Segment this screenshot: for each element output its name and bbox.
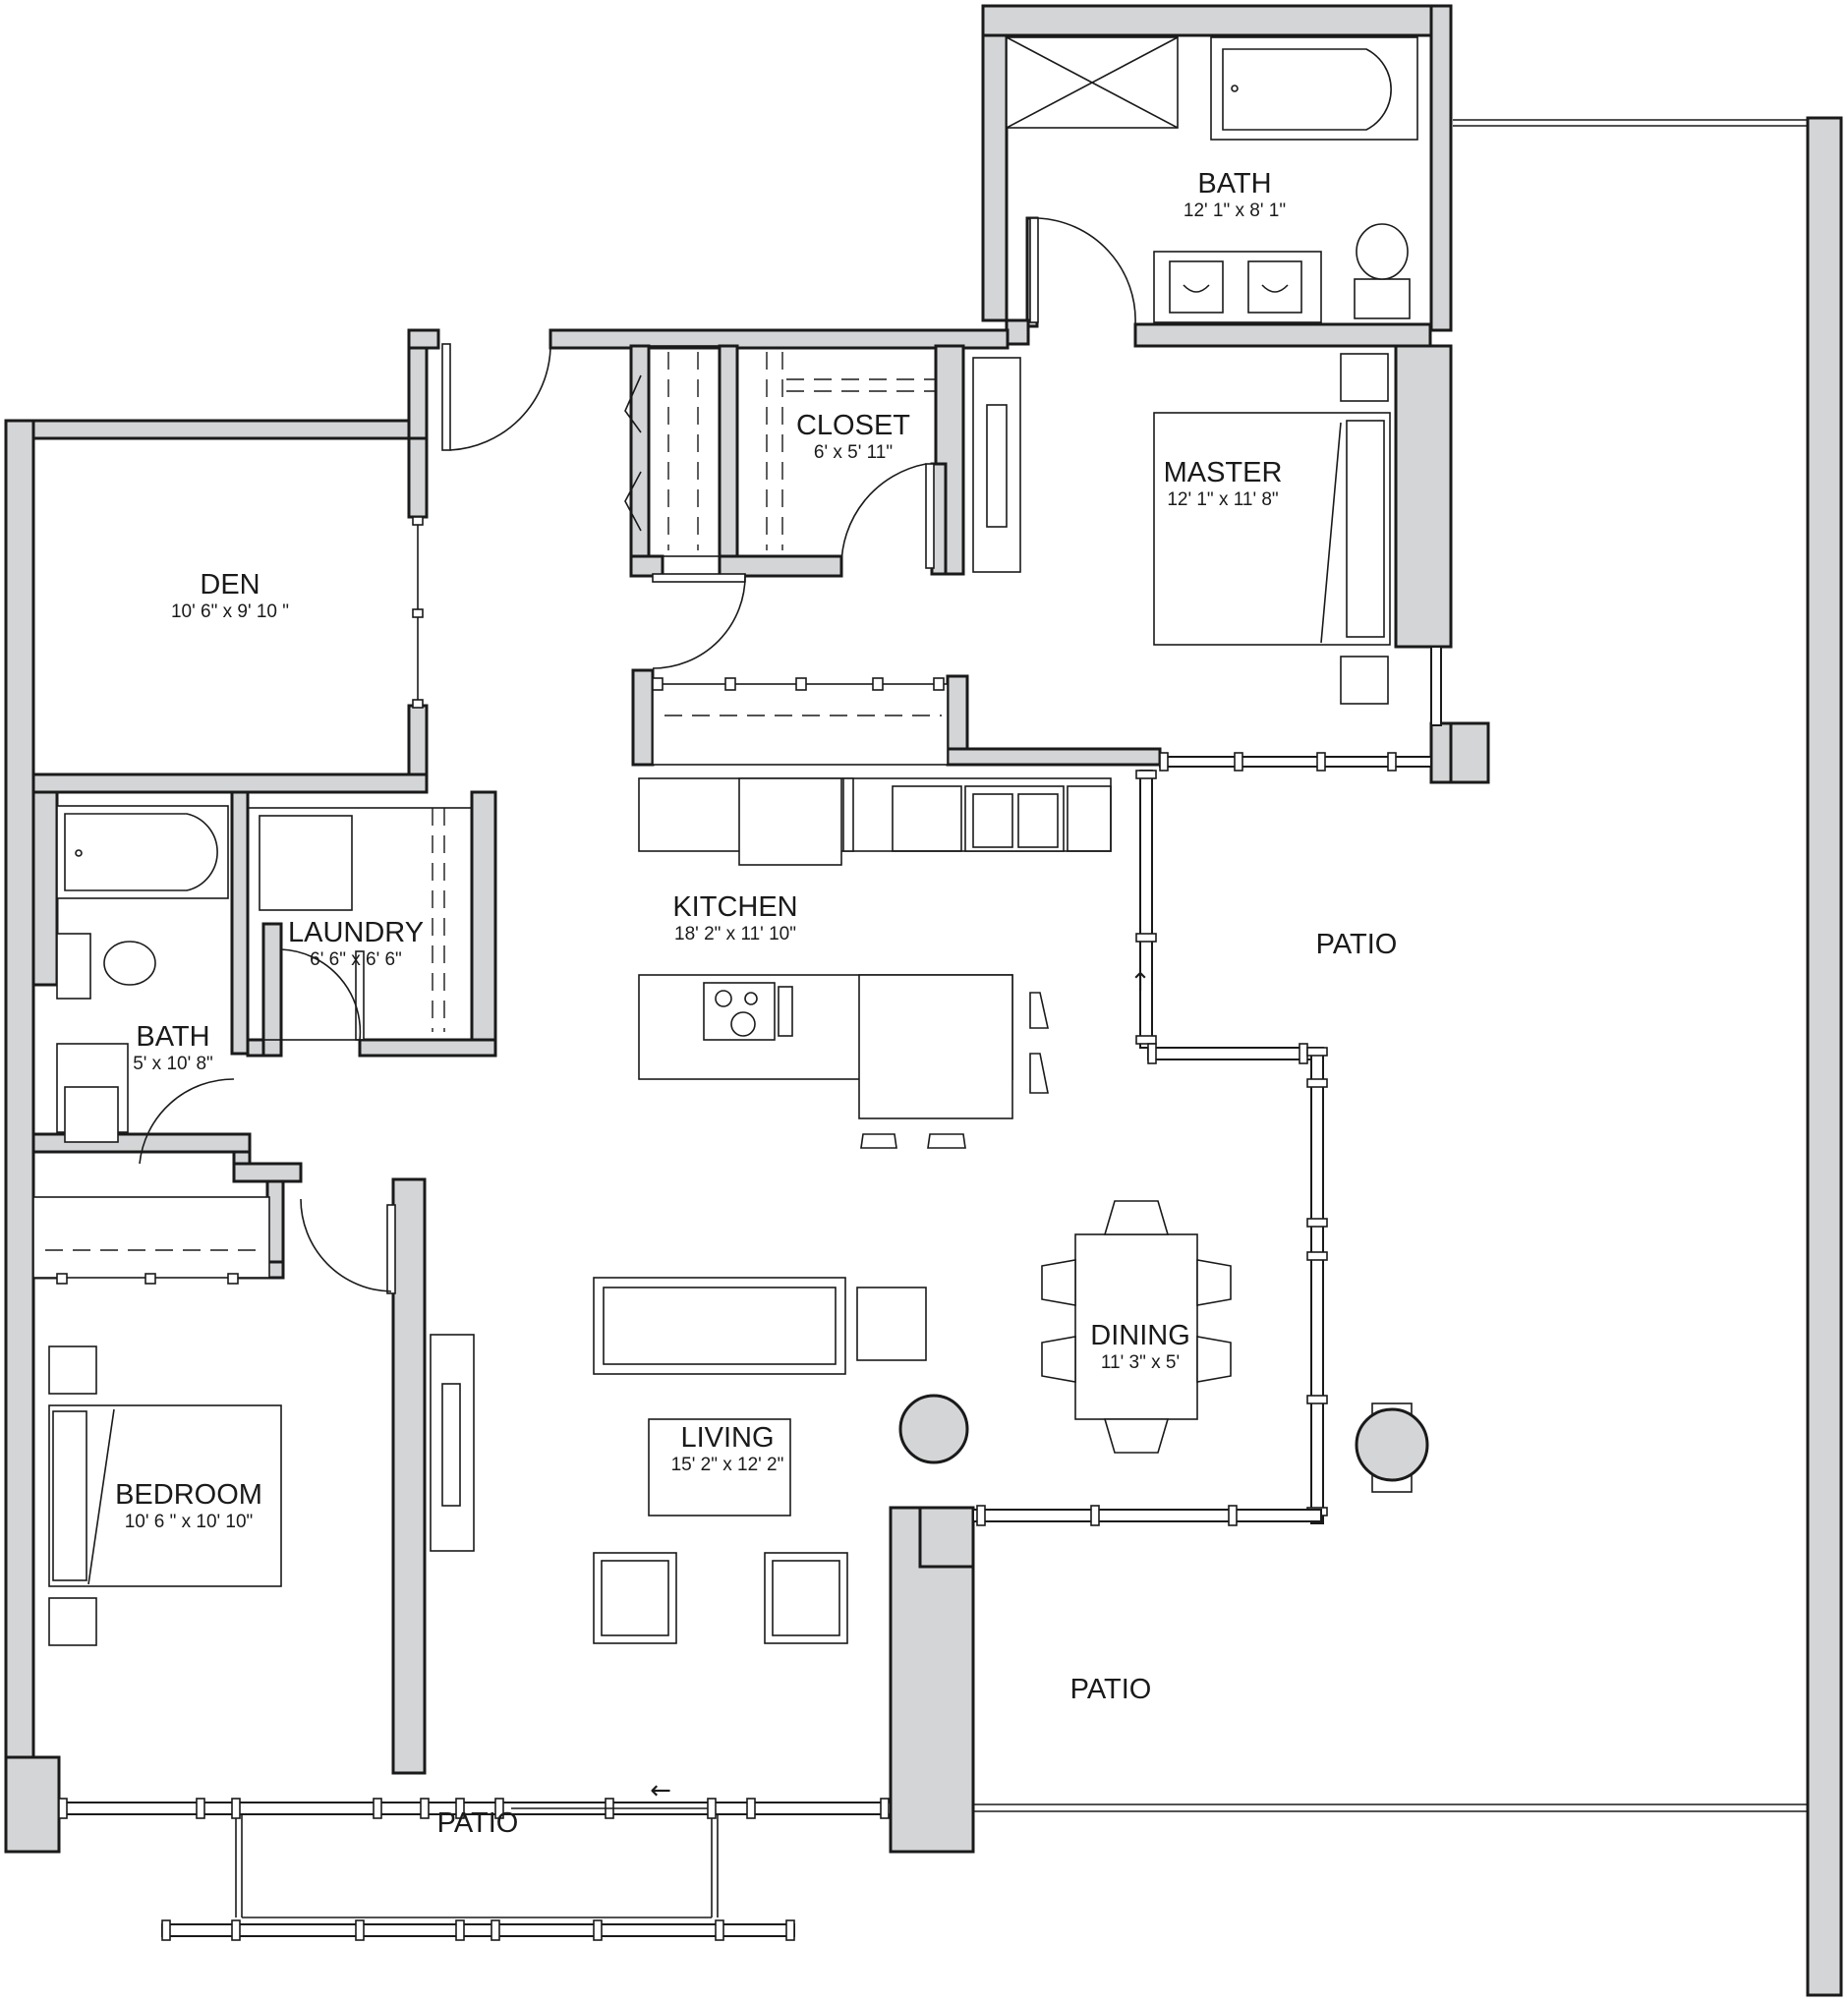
room-dimensions: 15' 2" x 12' 2" xyxy=(671,1455,784,1475)
wall xyxy=(981,4,1453,37)
toilet xyxy=(1354,278,1411,319)
wall xyxy=(31,790,59,987)
stool xyxy=(1029,1053,1049,1094)
arrow-icon: ↑ xyxy=(1129,968,1151,998)
side-table xyxy=(856,1287,927,1361)
patio-railing-posts xyxy=(161,1919,795,1941)
wall xyxy=(470,790,497,1058)
bedroom-fixtures xyxy=(32,1196,475,1646)
wall xyxy=(946,747,1162,767)
stool xyxy=(1029,992,1049,1029)
wall xyxy=(629,554,664,578)
room-name: KITCHEN xyxy=(672,891,797,923)
pantry xyxy=(652,683,949,766)
wall xyxy=(631,668,655,767)
doors: ↑ ← xyxy=(139,217,1151,1805)
wall xyxy=(981,4,1009,322)
wall xyxy=(1394,344,1453,649)
wall xyxy=(1429,721,1453,784)
patio-label: PATIO xyxy=(1070,1674,1152,1705)
wall xyxy=(4,1755,61,1854)
range xyxy=(738,777,842,866)
washer xyxy=(259,815,353,911)
patio-label: PATIO xyxy=(1316,929,1398,960)
room-dimensions: 11' 3" x 5' xyxy=(1101,1352,1180,1373)
toilet xyxy=(56,933,91,1000)
windows xyxy=(58,646,1442,1819)
laundry-bath-fixtures xyxy=(56,805,473,1143)
wall xyxy=(391,1177,427,1775)
wall xyxy=(4,419,429,440)
wall xyxy=(629,344,651,578)
wall xyxy=(358,1038,497,1058)
room-dimensions: 6' x 5' 11" xyxy=(814,442,893,463)
master-furniture xyxy=(1153,353,1391,705)
closet xyxy=(32,1196,270,1279)
wall xyxy=(918,1506,975,1569)
bed xyxy=(48,1404,282,1587)
wall xyxy=(230,790,250,1056)
room-name: LAUNDRY xyxy=(288,917,424,948)
room-name: DEN xyxy=(200,569,260,601)
nightstand xyxy=(1340,656,1389,705)
cooktop xyxy=(703,982,776,1041)
room-dimensions: 12' 1" x 8' 1" xyxy=(1184,200,1286,221)
room-name: DINING xyxy=(1090,1320,1190,1351)
stool xyxy=(927,1133,966,1149)
nightstand xyxy=(48,1597,97,1646)
room-labels: BATH 12' 1" x 8' 1" CLOSET 6' x 5' 11" M… xyxy=(115,168,1397,1839)
nightstand xyxy=(1340,353,1389,402)
master-bath-fixtures xyxy=(1006,36,1418,323)
room-dimensions: 12' 1" x 11' 8" xyxy=(1167,489,1278,510)
lamp xyxy=(898,1394,969,1464)
wall xyxy=(549,328,1010,350)
room-dimensions: 18' 2" x 11' 10" xyxy=(674,924,796,944)
wall xyxy=(1005,318,1030,346)
wall xyxy=(1133,322,1432,348)
walls xyxy=(4,4,1490,1854)
stool xyxy=(860,1133,897,1149)
room-name: BEDROOM xyxy=(115,1479,262,1511)
closet-fixtures xyxy=(624,345,1021,573)
room-name: LIVING xyxy=(680,1422,774,1454)
wall xyxy=(261,922,283,1058)
patio-label: PATIO xyxy=(437,1807,519,1839)
room-name: BATH xyxy=(136,1021,209,1053)
room-dimensions: 10' 6" x 9' 10 " xyxy=(171,601,289,622)
room-name: MASTER xyxy=(1164,457,1283,488)
arrow-icon: ← xyxy=(650,1776,671,1805)
room-dimensions: 10' 6 " x 10' 10" xyxy=(125,1512,254,1532)
patio-wall-east xyxy=(1806,116,1843,1997)
room-name: CLOSET xyxy=(796,410,910,441)
wall xyxy=(1429,4,1453,332)
wall xyxy=(718,554,843,578)
nightstand xyxy=(48,1345,97,1395)
room-dimensions: 6' 6" x 6' 6" xyxy=(310,949,402,970)
coffee-table xyxy=(648,1418,791,1517)
wall-west xyxy=(4,419,35,1759)
dining-table xyxy=(1074,1233,1198,1420)
wall xyxy=(407,436,429,519)
wall xyxy=(31,773,429,794)
room-name: BATH xyxy=(1197,168,1271,200)
bathtub xyxy=(56,805,229,899)
patio-table xyxy=(1355,1407,1429,1482)
wall xyxy=(407,328,440,350)
kitchen-fixtures xyxy=(638,677,1112,1149)
wall xyxy=(232,1162,303,1183)
wall xyxy=(718,344,739,578)
living-dining-furniture xyxy=(593,1200,1429,1644)
wall xyxy=(934,344,965,576)
room-dimensions: 5' x 10' 8" xyxy=(133,1054,213,1074)
bathtub xyxy=(1210,36,1418,141)
